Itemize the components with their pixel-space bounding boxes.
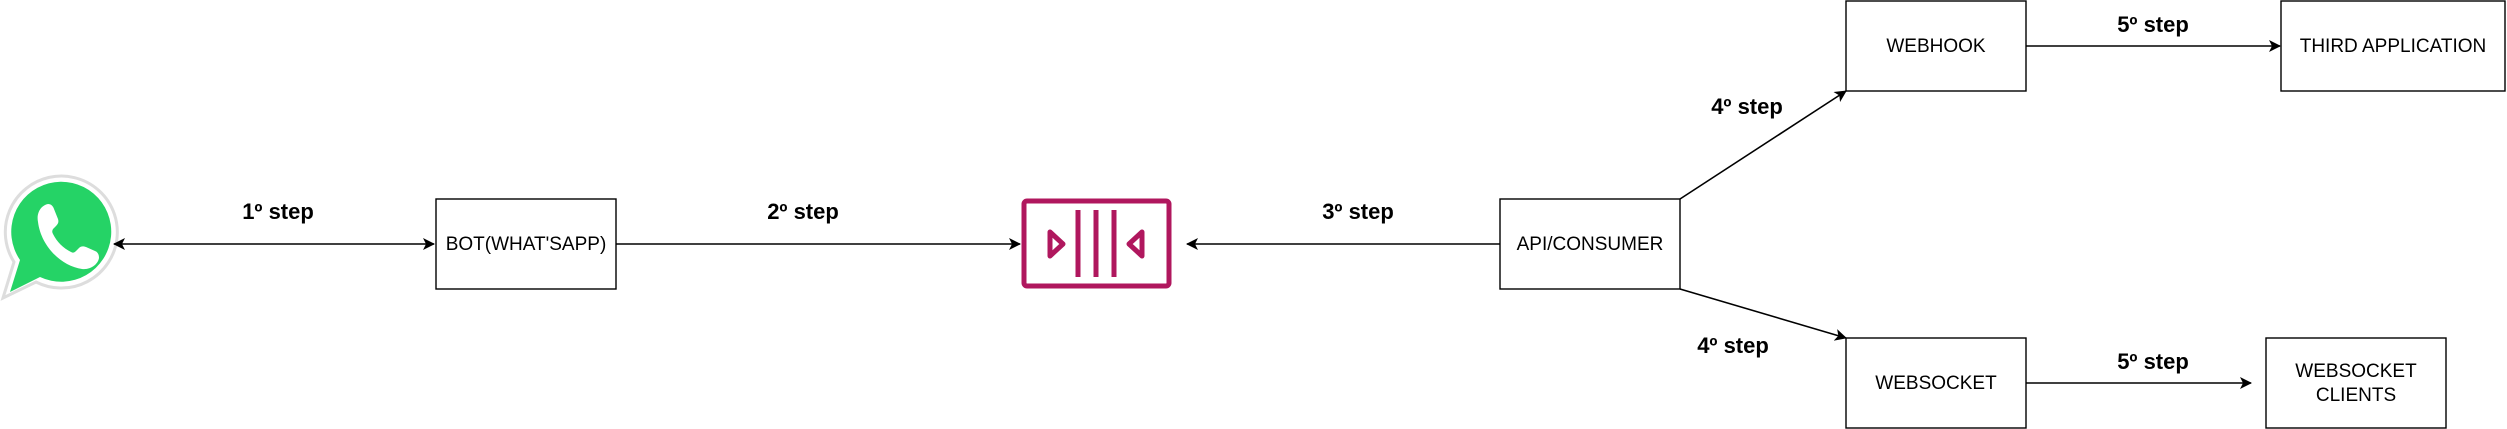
api-consumer-node: API/CONSUMER	[1499, 198, 1681, 290]
websocket-node: WEBSOCKET	[1845, 337, 2027, 429]
websocket-label: WEBSOCKET	[1875, 373, 1997, 394]
third-application-node: THIRD APPLICATION	[2280, 0, 2506, 92]
api-consumer-label: API/CONSUMER	[1517, 234, 1664, 255]
label-step1: 1º step	[242, 199, 314, 224]
edge-step4-webhook	[1679, 90, 1847, 200]
websocket-clients-node: WEBSOCKET CLIENTS	[2265, 337, 2447, 429]
webhook-label: WEBHOOK	[1886, 36, 1986, 57]
label-step5-webhook: 5º step	[2117, 12, 2189, 37]
webhook-node: WEBHOOK	[1845, 0, 2027, 92]
bot-node: BOT(WHAT'SAPP)	[435, 198, 617, 290]
bot-label: BOT(WHAT'SAPP)	[446, 234, 607, 255]
label-step3: 3º step	[1322, 199, 1394, 224]
label-step5-websocket: 5º step	[2117, 349, 2189, 374]
whatsapp-icon	[0, 174, 119, 301]
edge-step4-websocket	[1679, 288, 1847, 341]
label-step2: 2º step	[767, 199, 839, 224]
message-queue-icon	[1021, 198, 1172, 289]
label-step4-webhook: 4º step	[1711, 94, 1783, 119]
websocket-clients-label-line2: CLIENTS	[2316, 385, 2396, 406]
websocket-clients-label-line1: WEBSOCKET	[2295, 361, 2417, 382]
label-step4-websocket: 4º step	[1697, 333, 1769, 358]
third-application-label: THIRD APPLICATION	[2300, 36, 2487, 57]
